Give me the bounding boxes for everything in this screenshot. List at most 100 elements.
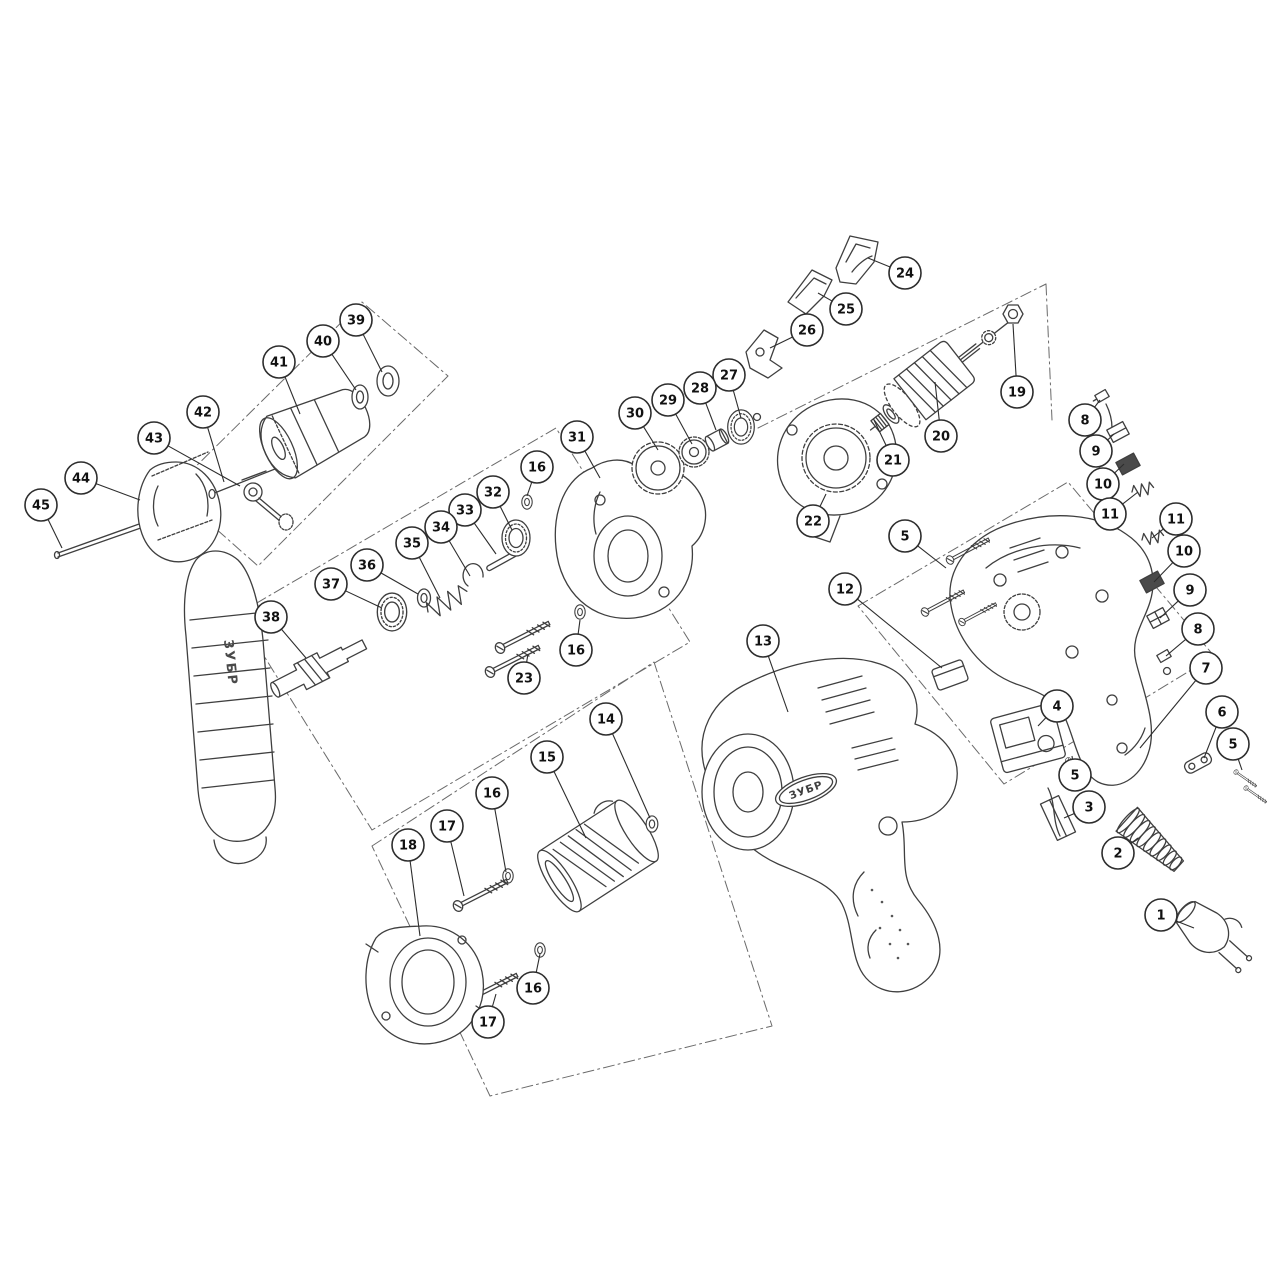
callout-number: 17 <box>479 1016 497 1031</box>
callout-number: 34 <box>432 521 450 536</box>
callout-number: 7 <box>1201 662 1210 677</box>
callout-bubble <box>262 345 296 379</box>
cord-guard <box>1115 806 1185 872</box>
callout-number: 33 <box>456 504 474 519</box>
callout-leader-line <box>535 953 541 973</box>
callout-leader-line <box>873 419 887 446</box>
callout-bubble <box>828 572 862 606</box>
callout-8: 8 <box>1165 612 1215 657</box>
callout-41: 41 <box>262 345 301 415</box>
callout-number: 29 <box>659 394 677 409</box>
callout-leader-line <box>1037 717 1047 727</box>
callout-44: 44 <box>64 461 141 501</box>
callout-6: 6 <box>1203 695 1239 759</box>
callout-2: 2 <box>1101 836 1139 870</box>
callout-16: 16 <box>475 776 509 873</box>
power-cable <box>1039 787 1077 842</box>
callout-21: 21 <box>873 419 910 477</box>
callout-bubble <box>651 383 685 417</box>
callout-36: 36 <box>350 548 419 595</box>
callout-leader-line <box>1107 433 1115 441</box>
callout-4: 4 <box>1037 689 1074 727</box>
callout-number: 37 <box>322 578 340 593</box>
callout-number: 35 <box>403 537 421 552</box>
callout-bubble <box>1068 403 1102 437</box>
callout-number: 14 <box>597 713 615 728</box>
power-plug <box>1175 900 1253 974</box>
cable-clamp <box>1183 752 1268 805</box>
armature <box>869 319 1012 433</box>
callout-bubble <box>339 303 373 337</box>
callout-leader-line <box>380 572 419 595</box>
callout-leader-line <box>819 493 827 507</box>
callout-number: 18 <box>399 839 417 854</box>
callout-17: 17 <box>471 993 505 1039</box>
callout-leader-line <box>1175 920 1195 929</box>
callout-leader-line <box>584 450 601 479</box>
callout-bubble <box>350 548 384 582</box>
callout-leader-line <box>526 481 533 497</box>
callout-bubble <box>24 488 58 522</box>
callout-leader-line <box>448 540 471 577</box>
callout-leader-line <box>817 292 833 302</box>
callout-45: 45 <box>24 488 63 549</box>
callout-leader-line <box>280 628 307 659</box>
callout-14: 14 <box>589 702 651 819</box>
callout-leader-line <box>857 598 943 669</box>
callout-27: 27 <box>712 358 746 419</box>
gears <box>631 409 762 495</box>
callout-17: 17 <box>430 809 465 897</box>
callout-leader-line <box>499 506 513 531</box>
callout-bubble <box>395 526 429 560</box>
callout-leader-line <box>1237 758 1243 771</box>
callout-11: 11 <box>1151 502 1193 539</box>
callout-number: 8 <box>1193 623 1202 638</box>
callout-bubble <box>1144 898 1178 932</box>
callout-number: 30 <box>626 407 644 422</box>
callout-bubble <box>424 510 458 544</box>
switch <box>990 702 1066 774</box>
callout-bubble <box>430 809 464 843</box>
callout-number: 17 <box>438 820 456 835</box>
callout-bubble <box>560 420 594 454</box>
handle-brand-label: ЗУБР <box>220 639 240 687</box>
callout-leader-line <box>1139 679 1197 749</box>
callout-39: 39 <box>339 303 383 373</box>
callout-number: 16 <box>483 787 501 802</box>
callout-number: 5 <box>1228 738 1237 753</box>
callout-leader-line <box>769 336 793 349</box>
callout-35: 35 <box>395 526 441 599</box>
callout-number: 27 <box>720 369 738 384</box>
callout-leader-line <box>1114 463 1125 474</box>
spindle-parts <box>376 494 533 632</box>
callout-number: 36 <box>358 559 376 574</box>
callout-number: 16 <box>528 461 546 476</box>
callout-bubble <box>471 1005 505 1039</box>
callout-20: 20 <box>924 381 958 453</box>
callout-bubble <box>876 443 910 477</box>
callout-bubble <box>1159 502 1193 536</box>
callout-bubble <box>924 419 958 453</box>
callout-number: 26 <box>798 324 816 339</box>
callout-bubble <box>137 421 171 455</box>
callout-28: 28 <box>683 371 717 431</box>
callout-bubble <box>1167 534 1201 568</box>
callout-number: 8 <box>1080 414 1089 429</box>
callout-number: 9 <box>1091 445 1100 460</box>
callout-layer: 3940414243444524252627282930311632333435… <box>24 256 1250 1039</box>
callout-bubble <box>712 358 746 392</box>
callout-26: 26 <box>769 313 824 349</box>
callout-32: 32 <box>476 475 513 531</box>
callout-leader-line <box>1063 812 1075 819</box>
callout-bubble <box>476 475 510 509</box>
callout-leader-line <box>1122 491 1139 505</box>
callout-leader-line <box>767 655 789 713</box>
callout-number: 32 <box>484 486 502 501</box>
callout-1: 1 <box>1144 898 1195 932</box>
shaft-nut <box>1002 304 1024 324</box>
callout-leader-line <box>642 426 659 451</box>
callout-number: 22 <box>804 515 822 530</box>
callout-number: 20 <box>932 430 950 445</box>
callout-bubble <box>618 396 652 430</box>
callout-leader-line <box>705 402 717 431</box>
